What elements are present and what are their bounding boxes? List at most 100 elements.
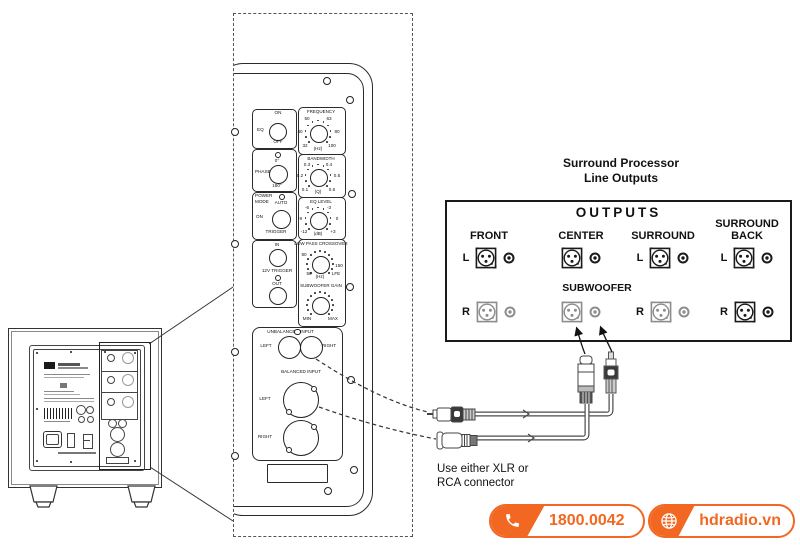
- switch-line: [84, 440, 90, 441]
- certification-mark: [86, 406, 94, 414]
- text-line: [58, 367, 88, 369]
- eql-unit: (dB): [313, 231, 323, 236]
- gain-dial: [305, 290, 335, 320]
- rca-vertical-connector: [603, 351, 619, 394]
- lp-tick: 50: [306, 271, 312, 276]
- unbalanced-left-label: LEFT: [260, 342, 272, 348]
- power-label-2: MODE: [255, 199, 269, 204]
- website-badge[interactable]: hdradio.vn: [648, 504, 795, 538]
- trigger-in-label: IN: [274, 242, 280, 247]
- low-pass-dial: [305, 249, 335, 279]
- eq-off-label: OFF: [273, 139, 283, 144]
- eql-tick: 0: [335, 216, 339, 221]
- center-row: [539, 246, 623, 270]
- processor-title-line1: Surround Processor: [562, 156, 680, 170]
- gain-min-label: MIN: [302, 316, 312, 321]
- surround-left-row: L: [623, 246, 703, 270]
- frequency-label: FREQUENCY: [306, 108, 336, 114]
- bw-tick: 0.4: [325, 162, 333, 167]
- eq-on-label: ON: [274, 110, 282, 115]
- rca-jack-icon: [503, 252, 515, 264]
- frequency-dial: [303, 118, 333, 148]
- screw: [231, 451, 240, 461]
- subwoofer-row: [539, 300, 623, 324]
- bw-tick: 0.6: [328, 187, 336, 192]
- eq-level-knob: [310, 212, 328, 230]
- trigger-out-jack: [269, 287, 287, 305]
- outputs-panel: OUTPUTS FRONT L R CENTER: [445, 200, 792, 342]
- bw-tick: 0.1: [301, 187, 309, 192]
- lp-tick: 150: [335, 263, 343, 268]
- surround-column: SURROUND L R: [623, 202, 703, 340]
- surround-right-row: R: [623, 300, 703, 324]
- warning-mark: [60, 383, 67, 388]
- trigger-in-jack: [269, 249, 287, 267]
- certification-mark: [76, 405, 86, 415]
- phone-icon: [506, 514, 519, 527]
- trigger-label: 12V TRIGGER: [261, 267, 293, 273]
- xlr-connector-icon: [733, 247, 755, 269]
- power-led: [278, 193, 286, 201]
- panel-label-plate: [267, 464, 328, 483]
- channel-letter: L: [636, 252, 644, 264]
- mini-rca-jack: [118, 419, 127, 428]
- hotline-number[interactable]: 1800.0042: [548, 512, 625, 529]
- eq-label: EQ: [257, 127, 264, 132]
- power-switch: [83, 434, 93, 449]
- fuse-holder: [67, 433, 75, 448]
- screw: [70, 351, 72, 353]
- text-line: [58, 452, 96, 454]
- mini-dial: [122, 374, 134, 386]
- screw: [349, 465, 359, 475]
- text-line: [44, 377, 84, 379]
- phase-led: [274, 151, 282, 159]
- hotline-badge[interactable]: 1800.0042: [489, 504, 645, 538]
- mini-knob: [107, 354, 115, 362]
- frequency-knob: [310, 125, 328, 143]
- xlr-screw: [285, 408, 293, 416]
- bandwidth-label: BANDWIDTH: [307, 155, 335, 161]
- eql-tick: -6: [304, 205, 310, 210]
- unbalanced-right-label: RIGHT: [321, 342, 337, 348]
- xlr-screw: [310, 423, 318, 431]
- certification-mark: [87, 416, 94, 423]
- eql-tick: +3: [330, 229, 336, 234]
- screw: [322, 76, 332, 86]
- lp-tick: 80: [301, 252, 307, 257]
- mini-dial: [122, 396, 134, 408]
- eq-knob: [269, 123, 287, 141]
- globe-icon: [661, 513, 677, 529]
- power-mode-knob: [271, 209, 291, 229]
- model-text-line: [58, 363, 80, 366]
- screw: [104, 351, 106, 353]
- gain-max-label: MAX: [328, 316, 338, 321]
- freq-tick: 80: [334, 129, 340, 134]
- freq-tick: 100: [328, 143, 336, 148]
- screw: [323, 486, 333, 496]
- xlr-connector-icon: [649, 247, 671, 269]
- surround-back-line2: BACK: [731, 229, 763, 242]
- cables: [474, 394, 614, 443]
- unbalanced-label: UNBALANCED: [267, 329, 299, 334]
- trigger-led: [274, 274, 282, 282]
- phase-180-label: 180°: [272, 183, 282, 188]
- unbalanced-right-rca-jack: [299, 335, 323, 359]
- ac-inlet-socket: [46, 434, 59, 445]
- center-column: CENTER: [539, 202, 623, 340]
- screw: [345, 95, 355, 105]
- rca-jack-icon: [762, 306, 774, 318]
- front-label: FRONT: [470, 229, 508, 242]
- front-right-row: R: [449, 300, 529, 324]
- freq-tick: 50: [304, 116, 310, 121]
- screw: [36, 352, 38, 354]
- website-url[interactable]: hdradio.vn: [699, 512, 781, 529]
- xlr-vertical-connector: [577, 355, 595, 404]
- bandwidth-block: [298, 154, 346, 198]
- xlr-connector-icon: [561, 247, 583, 269]
- note-line1: Use either XLR or: [437, 463, 529, 475]
- bandwidth-dial: [303, 162, 333, 192]
- lp-unit: (Hz): [315, 273, 325, 279]
- freq-tick: 32: [302, 143, 308, 148]
- text-line: [44, 374, 90, 376]
- channel-letter: R: [462, 306, 470, 318]
